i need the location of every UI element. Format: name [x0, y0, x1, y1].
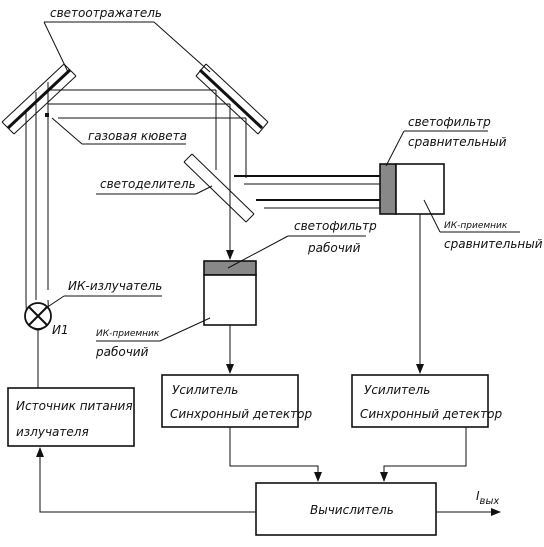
beam-splitter-leader-d	[195, 185, 213, 195]
ir-receiver-ref-label-1: ИК-приемник	[444, 221, 508, 231]
amplifier-ref-block	[351, 374, 489, 428]
gas-cell-window	[45, 113, 49, 117]
amp-work-label-2: Синхронный детектор	[170, 407, 312, 421]
amp-ref-to-computer	[380, 427, 467, 482]
ir-receiver-work-label-2: рабочий	[95, 345, 149, 359]
reflector-right-mirror	[195, 63, 269, 135]
reflector-label: светоотражатель	[50, 6, 162, 20]
amp-ref-label-1: Усилитель	[364, 383, 430, 397]
work-filter-label-1: светофильтр	[294, 219, 377, 233]
ir-receiver-ref-leader-d	[423, 199, 441, 233]
ir-emitter-label: ИК-излучатель	[68, 279, 162, 293]
ref-filter-leader-d	[385, 130, 405, 167]
ir-receiver-reference	[395, 163, 445, 215]
ref-filter-label-2: сравнительный	[408, 135, 507, 149]
output-symbol: Iвых	[476, 489, 499, 507]
reflector-left-mirror	[1, 63, 77, 135]
gas-cell-leader	[51, 117, 83, 145]
ir-receiver-work-leader-d	[159, 317, 211, 342]
computer-block	[255, 482, 437, 536]
ir-receiver-work	[203, 274, 257, 326]
work-filter-label-2: рабочий	[307, 241, 361, 255]
gas-cell-label: газовая кювета	[88, 129, 187, 143]
reflector-leader-left	[43, 21, 69, 73]
beam-splitter	[183, 153, 255, 223]
computer-to-power	[36, 447, 256, 513]
ir-emitter-id: И1	[52, 323, 69, 337]
ir-emitter-icon	[24, 302, 52, 330]
beam-splitter-label: светоделитель	[100, 177, 196, 191]
ir-receiver-work-label-1: ИК-приемник	[96, 329, 160, 339]
reflector-leader-right	[153, 21, 211, 73]
optical-path	[25, 82, 380, 331]
reference-filter	[379, 163, 397, 215]
power-source-block	[7, 387, 135, 447]
amp-work-to-computer	[229, 427, 322, 482]
power-source-label-1: Источник питания	[16, 399, 133, 413]
power-source-label-2: излучателя	[16, 425, 89, 439]
ir-emitter-leader-d	[45, 295, 65, 309]
amplifier-work-block	[161, 374, 299, 428]
work-filter	[203, 260, 257, 276]
amp-ref-label-2: Синхронный детектор	[360, 407, 502, 421]
amp-work-label-1: Усилитель	[172, 383, 238, 397]
work-filter-leader-d	[227, 235, 289, 269]
ref-filter-label-1: светофильтр	[408, 115, 491, 129]
computer-label: Вычислитель	[310, 503, 394, 517]
ir-receiver-ref-label-2: сравнительный	[444, 237, 543, 251]
